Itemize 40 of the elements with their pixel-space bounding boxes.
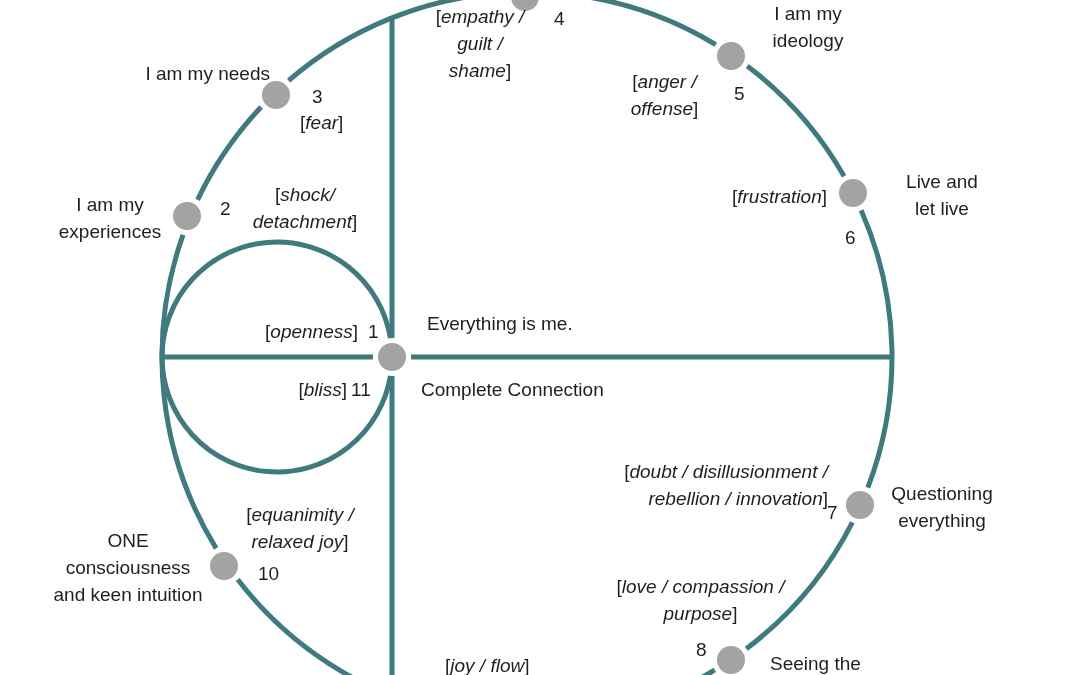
connector-line bbox=[411, 354, 892, 360]
emotion-label: [doubt / disillusionment / rebellion / innovation] bbox=[623, 460, 828, 509]
stage-name: Everything is me. bbox=[427, 312, 573, 336]
stage-name: Complete Connection bbox=[421, 378, 604, 402]
connector-line bbox=[389, 19, 395, 338]
stage-number: 10 bbox=[258, 562, 280, 586]
arc-line bbox=[744, 521, 855, 651]
stage-number: 1 bbox=[368, 320, 379, 344]
stage-name: Live and let live bbox=[905, 170, 979, 221]
emotion-label: [openness] bbox=[264, 320, 358, 344]
arc-line bbox=[745, 64, 847, 178]
emotion-label: [love / compassion / purpose] bbox=[615, 575, 787, 626]
emotion-label: [bliss] bbox=[297, 378, 347, 402]
stage-number: 11 bbox=[351, 378, 371, 402]
arc-line bbox=[159, 239, 393, 358]
emotion-label: [shock/ detachment] bbox=[251, 183, 359, 234]
emotion-label: [fear] bbox=[300, 111, 344, 135]
stage-name: Seeing the bbox=[770, 652, 861, 675]
stage-number: 6 bbox=[845, 226, 856, 250]
stage-number: 5 bbox=[734, 82, 745, 106]
stage-name: I am my experiences bbox=[57, 193, 163, 244]
emotion-label: [equanimity / relaxed joy] bbox=[245, 503, 357, 554]
stage-number: 8 bbox=[696, 638, 707, 662]
stage-number: 7 bbox=[827, 501, 838, 525]
arc-line bbox=[159, 234, 219, 550]
stage-name: I am my ideology bbox=[771, 2, 845, 53]
stage-number: 4 bbox=[554, 7, 565, 31]
arc-line bbox=[858, 209, 895, 489]
emotion-label: [frustration] bbox=[730, 185, 827, 209]
stage-number: 2 bbox=[220, 197, 231, 221]
emotion-label: [empathy / guilt / shame] bbox=[434, 5, 527, 83]
connector-line bbox=[162, 354, 373, 360]
emotion-label: [anger / offense] bbox=[629, 70, 700, 121]
connector-line bbox=[389, 376, 395, 675]
stage-name: Questioning everything bbox=[890, 482, 994, 533]
stage-number: 3 bbox=[312, 85, 323, 109]
arc-line bbox=[195, 105, 263, 201]
stage-name: ONE consciousness and keen intuition bbox=[52, 529, 204, 607]
arc-line bbox=[159, 356, 393, 475]
stage-name: I am my needs bbox=[144, 62, 270, 86]
